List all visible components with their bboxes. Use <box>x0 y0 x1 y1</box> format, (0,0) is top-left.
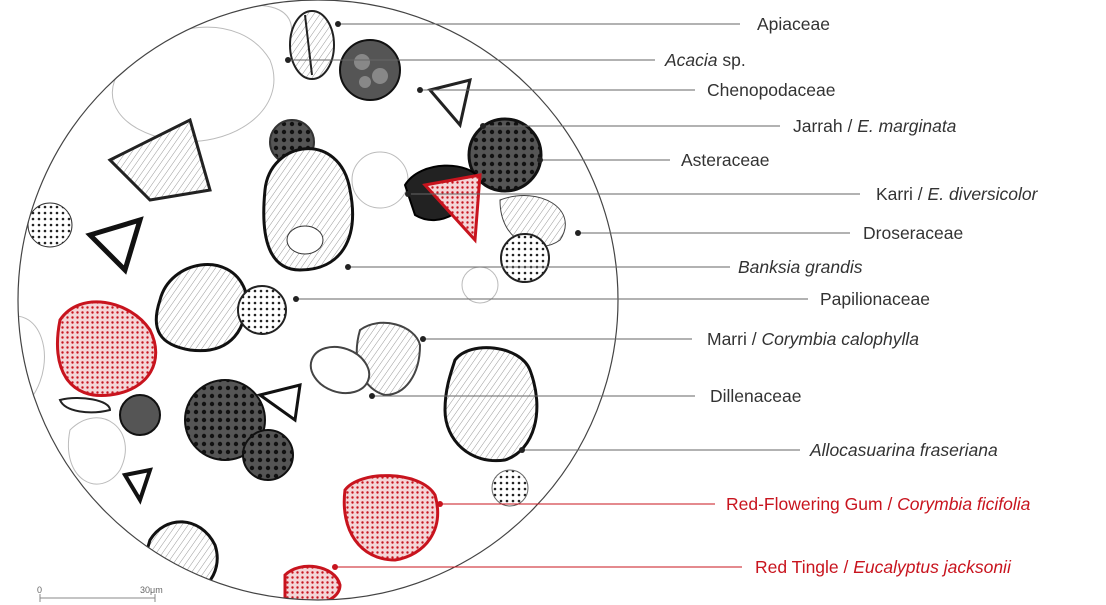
apiaceae-grain <box>290 11 334 79</box>
label-text: Marri / <box>707 329 761 349</box>
label-banksia: Banksia grandis <box>738 257 863 277</box>
label-jarrah: Jarrah / E. marginata <box>793 116 956 136</box>
label-chenopodiaceae: Chenopodaceae <box>707 80 835 100</box>
label-italic: E. marginata <box>857 116 956 136</box>
label-text: Red Tingle / <box>755 557 853 577</box>
label-dillenaceae: Dillenaceae <box>710 386 801 406</box>
acacia-grain <box>340 40 400 100</box>
label-allocasuarina: Allocasuarina fraseriana <box>810 440 998 460</box>
label-italic: Eucalyptus jacksonii <box>853 557 1011 577</box>
label-italic: Acacia <box>665 50 718 70</box>
scale-start-label: 0 <box>37 585 42 595</box>
label-red-flowering-gum: Red-Flowering Gum / Corymbia ficifolia <box>726 494 1030 514</box>
label-papilionaceae: Papilionaceae <box>820 289 930 309</box>
label-text: sp. <box>718 50 746 70</box>
label-text: Chenopodaceae <box>707 80 835 100</box>
label-text: Dillenaceae <box>710 386 801 406</box>
label-text: Papilionaceae <box>820 289 930 309</box>
label-italic: Banksia grandis <box>738 257 863 277</box>
label-text: Apiaceae <box>757 14 830 34</box>
label-karri: Karri / E. diversicolor <box>876 184 1037 204</box>
label-text: Karri / <box>876 184 928 204</box>
label-text: Droseraceae <box>863 223 963 243</box>
label-italic: Corymbia calophylla <box>761 329 919 349</box>
microscope-field <box>0 0 640 605</box>
label-marri: Marri / Corymbia calophylla <box>707 329 919 349</box>
banksia-grain <box>264 149 353 270</box>
label-droseraceae: Droseraceae <box>863 223 963 243</box>
label-red-tingle: Red Tingle / Eucalyptus jacksonii <box>755 557 1011 577</box>
label-asteraceae: Asteraceae <box>681 150 770 170</box>
label-text: Asteraceae <box>681 150 770 170</box>
label-italic: E. diversicolor <box>928 184 1038 204</box>
allocasuarina-grain <box>445 348 537 461</box>
label-acacia: Acacia sp. <box>665 50 746 70</box>
label-italic: Allocasuarina fraseriana <box>810 440 998 460</box>
scale-bar <box>40 594 155 602</box>
label-text: Jarrah / <box>793 116 857 136</box>
scale-end-label: 30μm <box>140 585 163 595</box>
label-text: Red-Flowering Gum / <box>726 494 897 514</box>
label-apiaceae: Apiaceae <box>757 14 830 34</box>
label-italic: Corymbia ficifolia <box>897 494 1030 514</box>
